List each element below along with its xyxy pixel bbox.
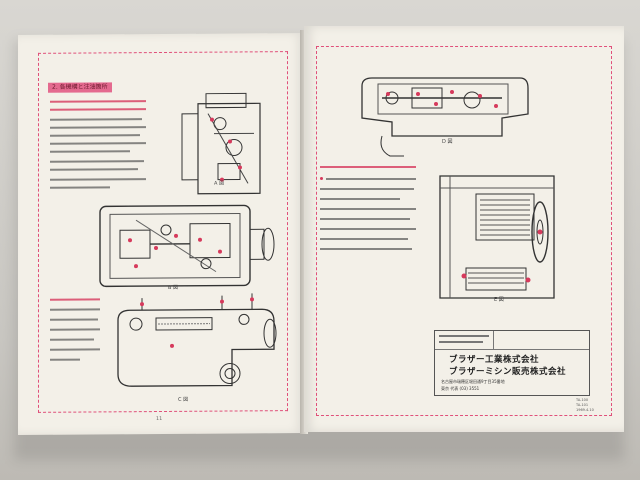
figure-d-diagram [361,77,529,157]
doc-code-1: TA-100 [576,398,589,402]
figure-a-diagram [181,92,261,195]
info-box-divider [435,349,589,350]
company-name-2: ブラザーミシン販売株式会社 [449,367,567,377]
figure-b-diagram [99,204,275,288]
left-page: 2. 各機構と注油箇所 A 図 [18,33,304,435]
figure-c-diagram [117,293,277,387]
company-name-1: ブラザー工業株式会社 [449,355,540,365]
info-box-vdivider [493,331,494,349]
right-page-border [316,46,612,416]
doc-code-2: TA-101 [576,403,589,407]
figure-a-label: A 図 [214,180,225,187]
figure-e-label: E 図 [494,297,504,303]
figure-d-label: D 図 [442,139,453,145]
section-heading: 2. 各機構と注油箇所 [48,82,112,93]
figure-c-label: C 図 [178,396,189,403]
print-date-line [439,335,489,337]
figure-e-diagram [439,175,555,299]
address-line-2: 東京 代表 (03) 3551 [441,386,480,391]
issue-line [439,341,483,343]
doc-code-3: 1969.4.10 [576,408,594,412]
left-page-number: 11 [156,415,163,423]
address-line-1: 名古屋市瑞穂区堀田通9丁目35番地 [441,379,505,384]
publisher-info-box: ブラザー工業株式会社 ブラザーミシン販売株式会社 名古屋市瑞穂区堀田通9丁目35… [434,330,590,396]
